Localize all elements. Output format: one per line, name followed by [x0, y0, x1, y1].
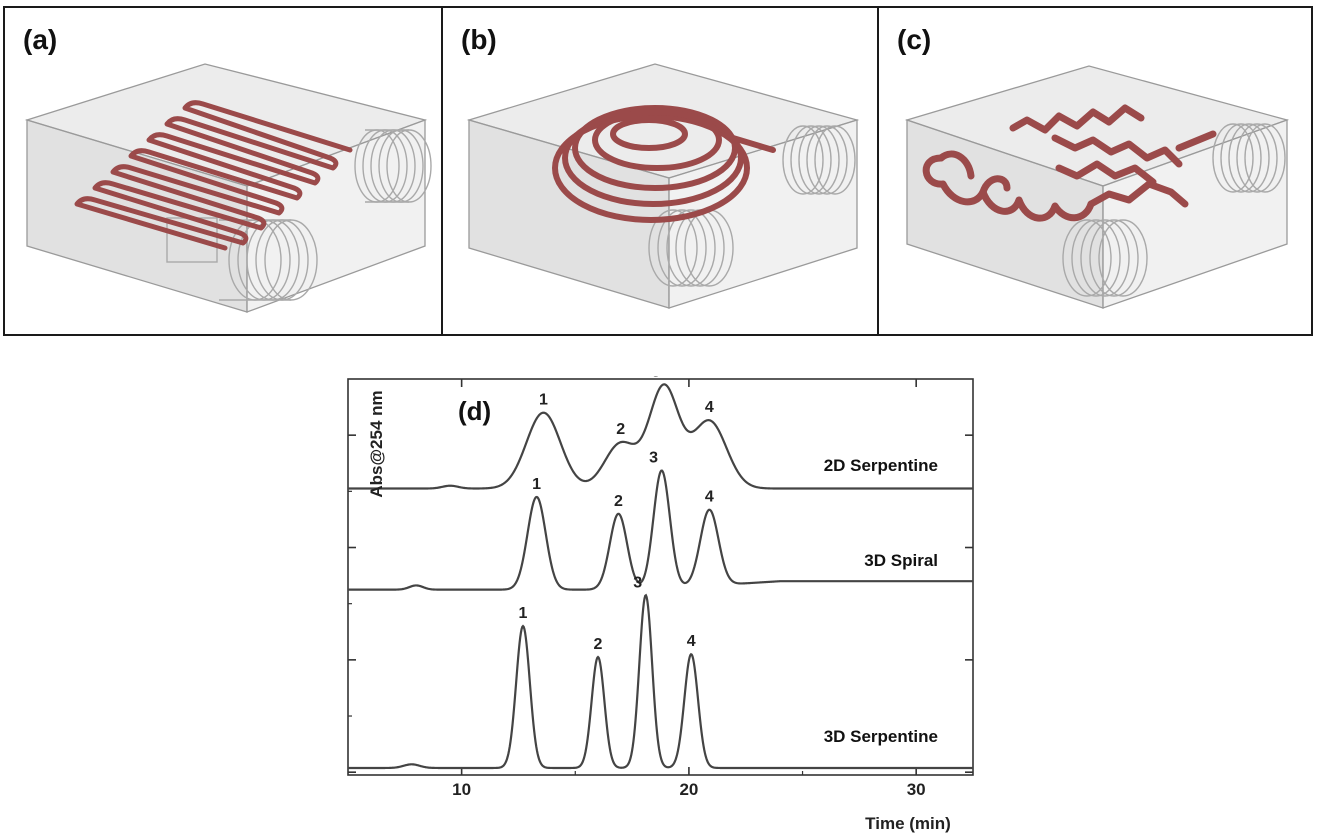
panel-b: (b): [441, 6, 879, 336]
panel-label-b: (b): [461, 24, 497, 55]
x-tick-label: 10: [452, 780, 471, 799]
peak-label: 2: [594, 636, 603, 653]
serpentine-3d-channel-block-icon: [904, 65, 1290, 309]
plot-frame: [347, 378, 974, 776]
trace-2d-serpentine: [348, 383, 973, 490]
series-label: 3D Serpentine: [824, 727, 938, 746]
spiral-3d-channel-block-icon: [466, 63, 860, 309]
chromatogram-svg: 0.000.040.080.12102030Time (min)Abs@254 …: [347, 376, 974, 833]
trace-3d-serpentine: [348, 593, 973, 770]
x-axis-title: Time (min): [865, 814, 951, 833]
x-tick-label: 20: [679, 780, 698, 799]
peak-label: 1: [532, 476, 541, 493]
chromatogram-chart: 0.000.040.080.12102030Time (min)Abs@254 …: [340, 376, 980, 837]
peak-label: 3: [651, 376, 660, 380]
panel-a: (a): [3, 6, 443, 336]
labels: 0.000.040.080.12102030Time (min)Abs@254 …: [367, 376, 951, 833]
peak-label: 1: [539, 392, 548, 409]
serpentine-2d-channel-block-icon: [24, 63, 432, 313]
chart-panel-label: (d): [458, 396, 491, 426]
peak-label: 2: [616, 421, 625, 438]
traces: [348, 383, 973, 770]
peak-label: 4: [705, 399, 714, 416]
peak-label: 1: [519, 605, 528, 622]
peak-label: 4: [705, 489, 714, 506]
peak-label: 3: [649, 450, 658, 467]
x-tick-label: 30: [907, 780, 926, 799]
peak-label: 2: [614, 493, 623, 510]
panel-c: (c): [877, 6, 1313, 336]
peak-label: 3: [633, 574, 642, 591]
trace-3d-spiral: [348, 469, 973, 591]
series-label: 2D Serpentine: [824, 456, 938, 475]
schematic-panels: (a): [3, 6, 1313, 338]
series-label: 3D Spiral: [864, 551, 938, 570]
peak-label: 4: [687, 633, 696, 650]
y-axis-title: Abs@254 nm: [367, 390, 386, 497]
panel-label-a: (a): [23, 24, 58, 55]
axes: [347, 378, 974, 776]
panel-label-c: (c): [897, 24, 932, 55]
